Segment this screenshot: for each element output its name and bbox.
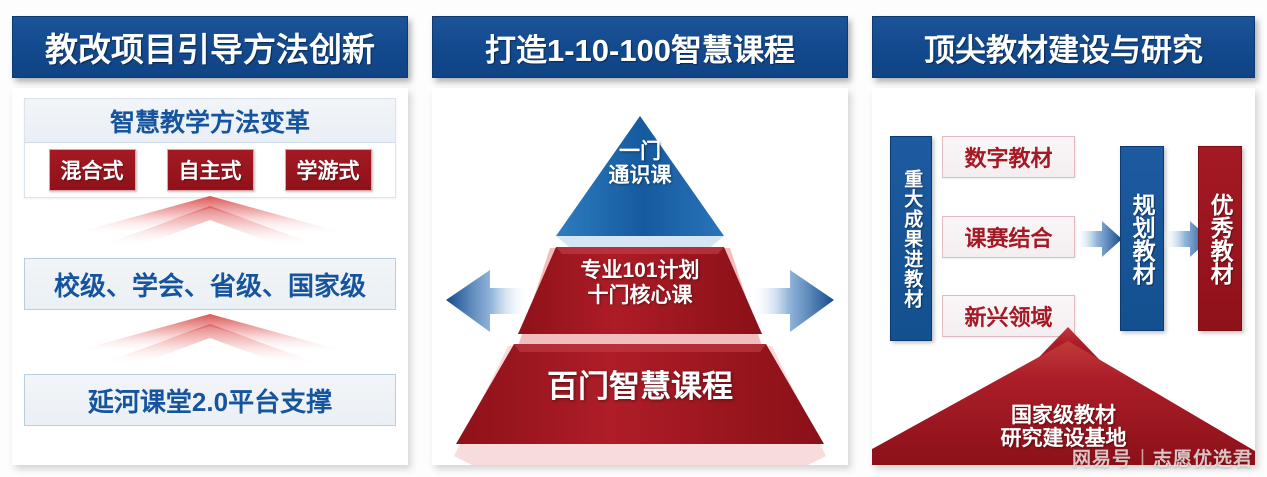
national-base-arrow-icon: 国家级教材 研究建设基地	[872, 325, 1255, 465]
major-achievements-label: 重大成果进教材	[901, 168, 923, 309]
panel-2-card: 一门 通识课 专业101计划 十门核心课 百门智慧课程	[432, 88, 848, 465]
pyramid-base-line-1: 百门智慧课程	[547, 369, 733, 404]
textbook-item-emerging[interactable]: 新兴领域	[942, 295, 1075, 337]
pyramid-base-label: 百门智慧课程	[490, 369, 790, 404]
smart-teaching-group: 智慧教学方法变革 混合式 自主式 学游式	[24, 98, 396, 198]
pyramid-middle-line-2: 十门核心课	[587, 284, 693, 308]
pyramid-apex-line-2: 通识课	[608, 163, 672, 187]
item-label: 课赛结合	[964, 226, 1053, 251]
excellent-textbook-label: 优秀教材	[1207, 192, 1234, 285]
teaching-mode-tag-list: 混合式 自主式 学游式	[25, 143, 395, 197]
panel-1-title-banner: 教改项目引导方法创新	[12, 16, 408, 78]
upward-arrow-upper-icon	[70, 194, 350, 256]
item-label: 新兴领域	[964, 305, 1053, 330]
project-levels-label: 校级、学会、省级、国家级	[53, 270, 366, 301]
excellent-textbook-box: 优秀教材	[1198, 146, 1242, 331]
panel-2-title-text: 打造1-10-100智慧课程	[484, 32, 796, 68]
planned-textbook-box: 规划教材	[1120, 146, 1164, 331]
smart-teaching-header-label: 智慧教学方法变革	[109, 108, 310, 137]
panel-textbook-construction: 顶尖教材建设与研究 重大成果进教材 数字教材 课赛结合 新兴领域	[860, 0, 1267, 477]
panel-1-card: 智慧教学方法变革 混合式 自主式 学游式	[12, 88, 408, 465]
planned-textbook-label: 规划教材	[1129, 192, 1156, 285]
panel-1-title-text: 教改项目引导方法创新	[45, 31, 375, 68]
panel-3-card: 重大成果进教材 数字教材 课赛结合 新兴领域	[872, 88, 1255, 465]
teaching-mode-tag-autonomous[interactable]: 自主式	[166, 149, 254, 191]
major-achievements-box: 重大成果进教材	[890, 136, 932, 341]
pyramid-middle-label: 专业101计划 十门核心课	[540, 258, 740, 308]
panel-3-title-banner: 顶尖教材建设与研究	[872, 16, 1255, 78]
flow-arrow-1-icon	[1076, 218, 1122, 260]
tag-label: 自主式	[178, 160, 242, 183]
panel-teaching-reform: 教改项目引导方法创新 智慧教学方法变革 混合式 自主式 学游式	[0, 0, 420, 477]
textbook-item-competition[interactable]: 课赛结合	[942, 216, 1075, 258]
tag-label: 混合式	[60, 160, 124, 183]
pyramid-apex-line-1: 一门	[619, 140, 661, 163]
textbook-item-digital[interactable]: 数字教材	[942, 136, 1075, 178]
platform-support-label: 延河课堂2.0平台支撑	[87, 386, 333, 417]
pyramid-diagram: 一门 通识课 专业101计划 十门核心课 百门智慧课程	[432, 88, 848, 465]
item-label: 数字教材	[964, 146, 1053, 171]
pyramid-middle-line-1: 专业101计划	[580, 259, 700, 282]
panel-2-title-banner: 打造1-10-100智慧课程	[432, 16, 848, 78]
project-levels-box: 校级、学会、省级、国家级	[24, 258, 396, 310]
panel-smart-courses: 打造1-10-100智慧课程	[420, 0, 860, 477]
smart-teaching-header: 智慧教学方法变革	[25, 99, 395, 143]
tag-label: 学游式	[296, 160, 360, 183]
upward-arrow-lower-icon	[70, 312, 350, 374]
teaching-mode-tag-gamified[interactable]: 学游式	[284, 149, 372, 191]
pyramid-apex-label: 一门 通识课	[580, 140, 700, 188]
platform-support-box: 延河课堂2.0平台支撑	[24, 374, 396, 426]
panel-3-title-text: 顶尖教材建设与研究	[924, 32, 1203, 68]
teaching-mode-tag-blended[interactable]: 混合式	[48, 149, 136, 191]
